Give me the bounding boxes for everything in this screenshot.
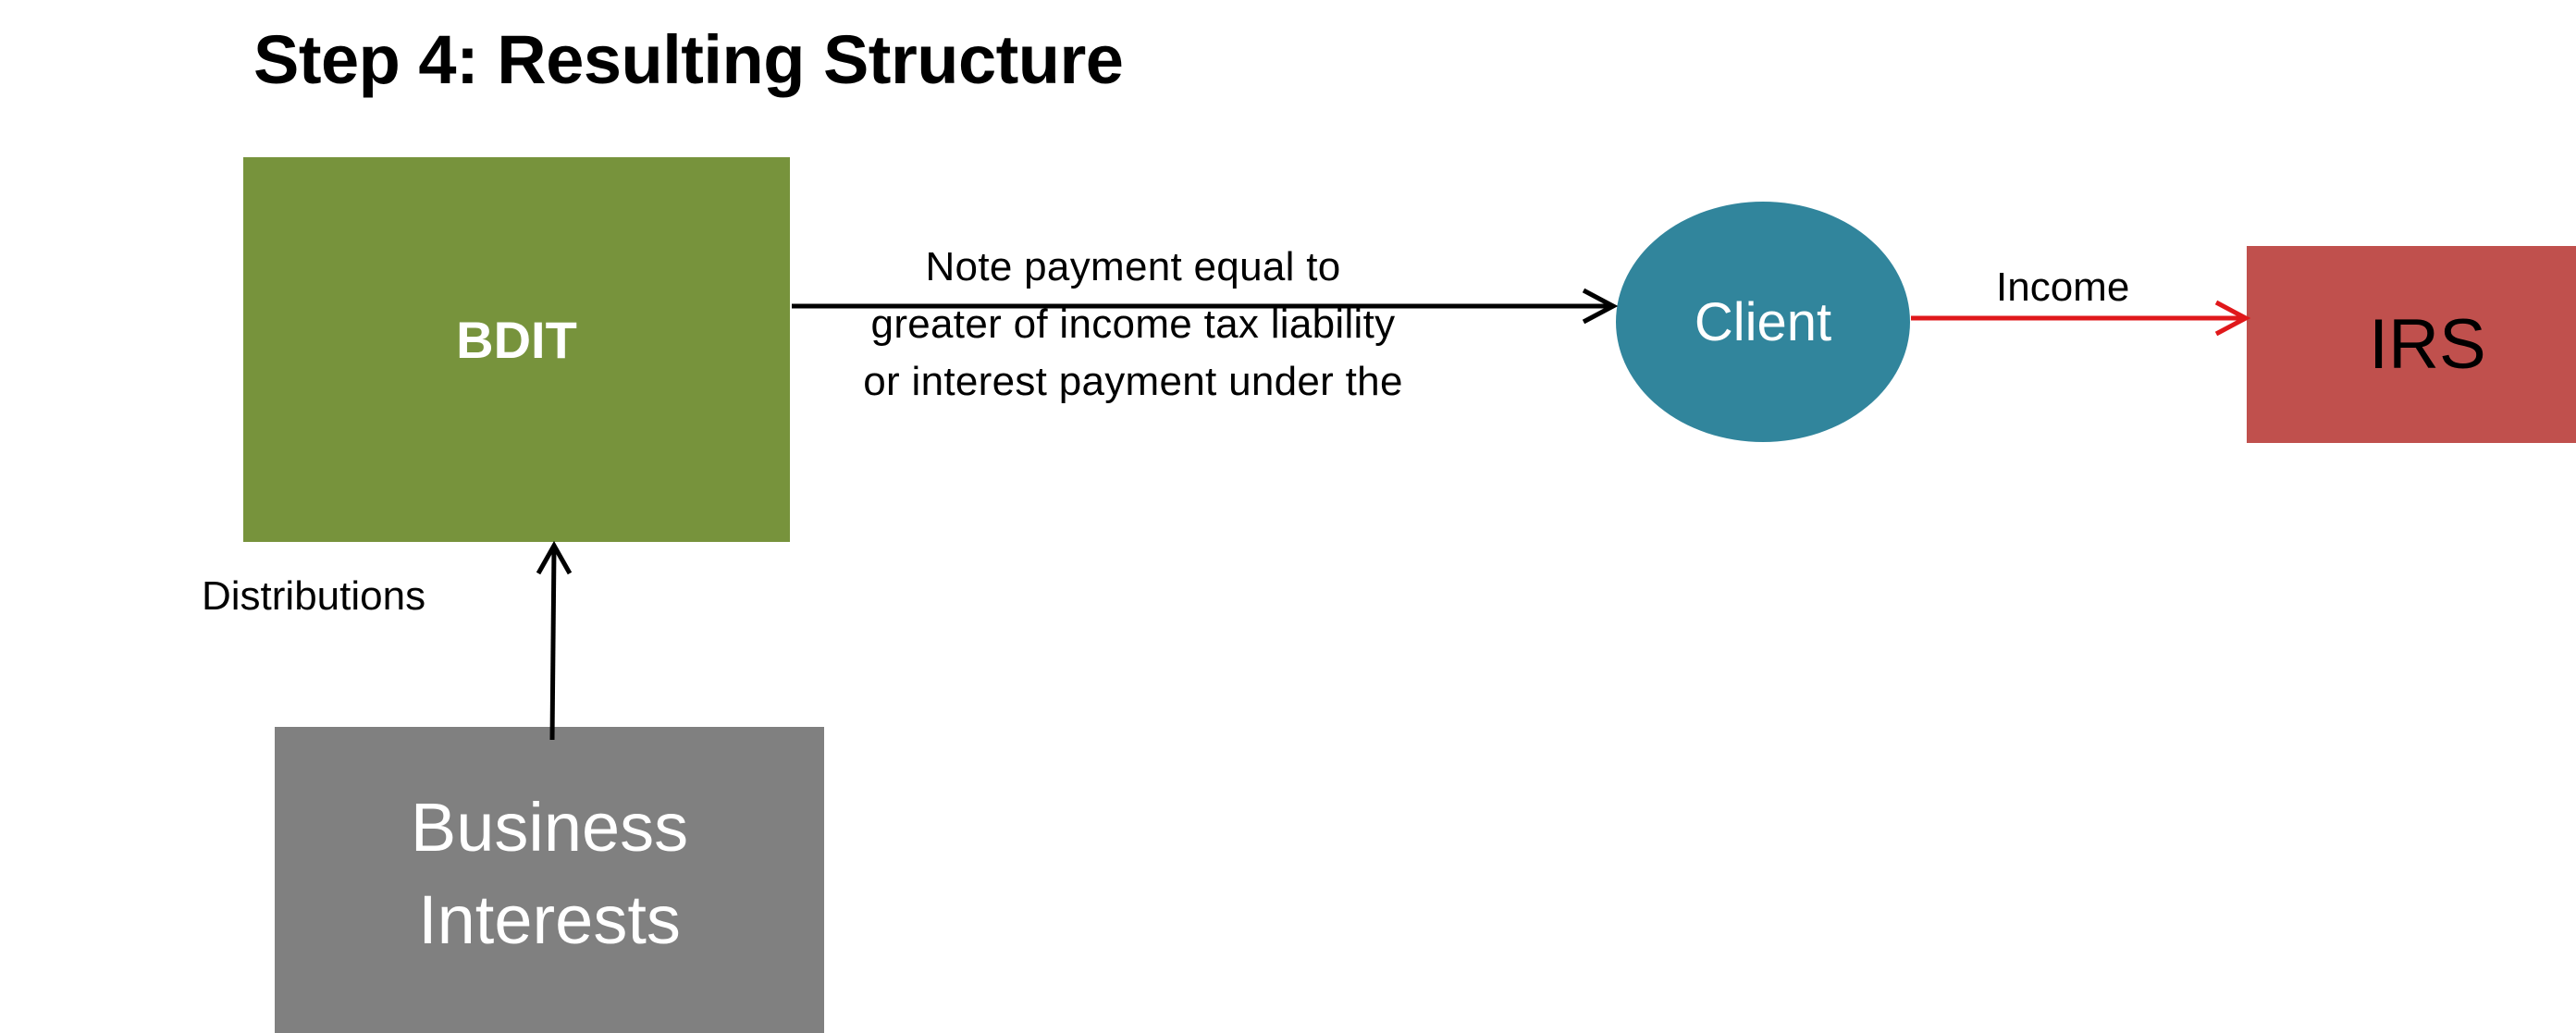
note-payment-line2: greater of income tax liability: [870, 301, 1396, 347]
client-node: Client: [1616, 202, 1910, 442]
income-label: Income: [1996, 264, 2130, 310]
bdit-label: BDIT: [456, 310, 577, 369]
business-interests-label-line2: Interests: [418, 880, 681, 958]
business-interests-label-line1: Business: [410, 788, 689, 866]
distributions-label: Distributions: [202, 573, 426, 619]
note-payment-line3: or interest payment under the: [863, 359, 1403, 404]
bdit-node: BDIT: [243, 157, 790, 542]
business-interests-node: Business Interests: [275, 727, 824, 1033]
distributions-arrow: [536, 540, 573, 741]
page-title: Step 4: Resulting Structure: [253, 21, 1124, 98]
note-payment-line1: Note payment equal to: [925, 244, 1341, 289]
irs-node: IRS: [2247, 246, 2576, 443]
client-label: Client: [1694, 291, 1832, 352]
note-payment-label: Note payment equal to greater of income …: [832, 239, 1434, 411]
irs-label: IRS: [2369, 305, 2486, 384]
